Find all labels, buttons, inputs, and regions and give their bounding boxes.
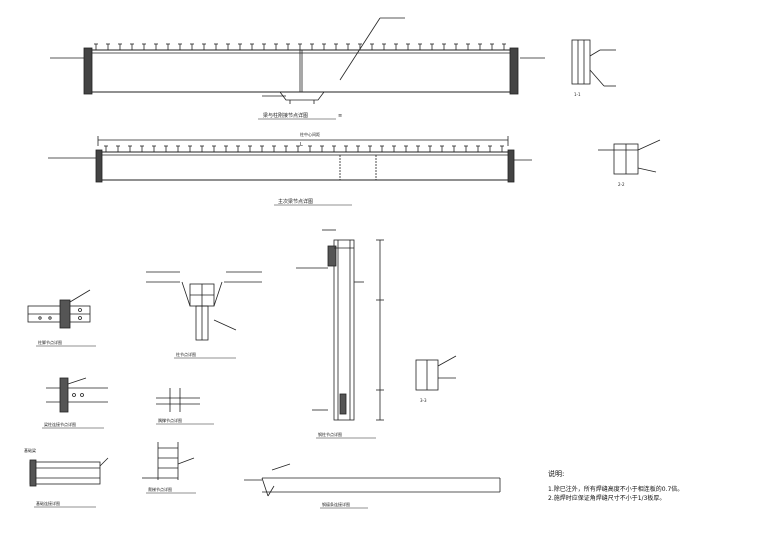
caption-node-left-b: 梁柱连接节点详图 <box>44 421 76 427</box>
caption-bar-bottom: 钢檩条连接详图 <box>322 501 350 507</box>
mid-girder-elevation <box>48 136 532 183</box>
caption-girder-top: 梁与柱刚接节点详图 <box>263 112 308 119</box>
section-label: 1-1 <box>574 92 581 97</box>
span-text: 柱中心间距 <box>300 131 320 137</box>
caption-ladder: 爬梯节点详图 <box>148 486 172 492</box>
caption-node-left-c: 基础连接详图 <box>36 500 60 506</box>
svg-text:≡: ≡ <box>338 113 342 119</box>
svg-text:基础梁: 基础梁 <box>24 447 36 453</box>
purlin-connection <box>244 463 501 497</box>
notes-title: 说明: <box>548 470 565 478</box>
detail-column-mid <box>146 271 262 341</box>
caption-small-mid: 隅撑节点详图 <box>158 417 182 423</box>
caption-node-left-a: 柱脚节点详图 <box>38 339 62 345</box>
caption-girder-mid: 主次梁节点详图 <box>278 198 313 205</box>
top-girder-elevation <box>50 17 545 104</box>
tall-column-elevation <box>296 229 384 421</box>
section-3-3: 3-3 <box>415 355 457 403</box>
detail-knee-brace <box>156 388 200 412</box>
notes-line: 2.施焊时应保证角焊缝尺寸不小于1/3板厚。 <box>548 495 666 502</box>
notes-line: 1.除已注外，所有焊缝高度不小于相连板的0.7倍。 <box>548 486 684 493</box>
section-2-2: 2-2 <box>598 139 661 187</box>
shear-studs-top <box>94 43 506 50</box>
span-label: L <box>300 142 303 148</box>
caption-column-tall: 钢柱节点详图 <box>318 431 342 437</box>
detail-column-base <box>27 289 91 329</box>
detail-ladder <box>142 442 195 480</box>
detail-foundation <box>29 457 109 487</box>
detail-beam-column <box>46 377 108 413</box>
caption-column-mid: 柱节点详图 <box>176 351 196 357</box>
section-label: 2-2 <box>618 182 625 187</box>
section-label: 3-3 <box>420 398 427 403</box>
shear-studs-mid <box>104 145 504 152</box>
general-notes: 说明: 1.除已注外，所有焊缝高度不小于相连板的0.7倍。 2.施焊时应保证角焊… <box>548 470 753 503</box>
section-1-1: 1-1 <box>571 39 616 97</box>
